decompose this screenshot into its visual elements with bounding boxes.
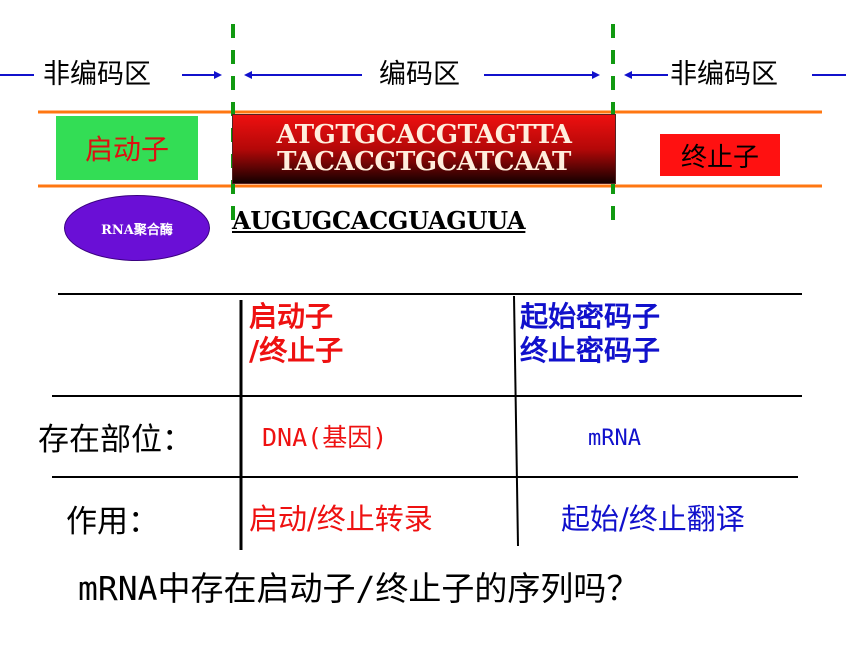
right-noncoding-region-label: 非编码区 — [670, 59, 778, 90]
table-row-function-dna: 启动/终止转录 — [249, 502, 433, 536]
table-col-line-2 — [513, 295, 519, 547]
promoter-box: 启动子 — [56, 116, 198, 180]
table-header-mrna: 起始密码子 终止密码子 — [520, 300, 660, 368]
dna-top-strand: ATGTGCACGTAGTTA — [276, 120, 572, 151]
table-row-function-mrna: 起始/终止翻译 — [561, 502, 745, 536]
dna-bottom-strand: TACACGTGCATCAAT — [277, 147, 571, 177]
table-row-location-dna: DNA(基因) — [262, 423, 388, 452]
table-header-dna: 启动子 /终止子 — [249, 300, 343, 368]
rna-polymerase-ellipse: RNA聚合酶 — [64, 195, 210, 261]
table-row-location-label: 存在部位： — [38, 422, 193, 458]
terminator-box: 终止子 — [660, 134, 780, 176]
question-text: mRNA中存在启动子/终止子的序列吗？ — [78, 569, 640, 608]
middle-region-left-arrowhead — [244, 71, 252, 79]
rna-polymerase-label: RNA聚合酶 — [101, 222, 173, 238]
table-row-function-label: 作用： — [66, 504, 159, 540]
left-region-right-arrowhead — [214, 71, 222, 79]
right-region-left-arrowhead — [624, 71, 632, 79]
table-header-mrna-line-2: 终止密码子 — [520, 334, 661, 368]
mrna-sequence: AUGUGCACGUAGUUA — [232, 206, 526, 235]
coding-region-label: 编码区 — [379, 59, 460, 90]
left-noncoding-region-label: 非编码区 — [43, 59, 151, 90]
dna-sequence-box: ATGTGCACGTAGTTA TACACGTGCATCAAT — [232, 114, 616, 184]
table-header-mrna-line-1: 起始密码子 — [520, 300, 661, 333]
table-header-dna-line-2: /终止子 — [249, 334, 344, 368]
middle-region-right-arrowhead — [592, 71, 600, 79]
table-header-dna-line-1: 启动子 — [249, 300, 334, 333]
table-row-location-mrna: mRNA — [588, 426, 641, 451]
